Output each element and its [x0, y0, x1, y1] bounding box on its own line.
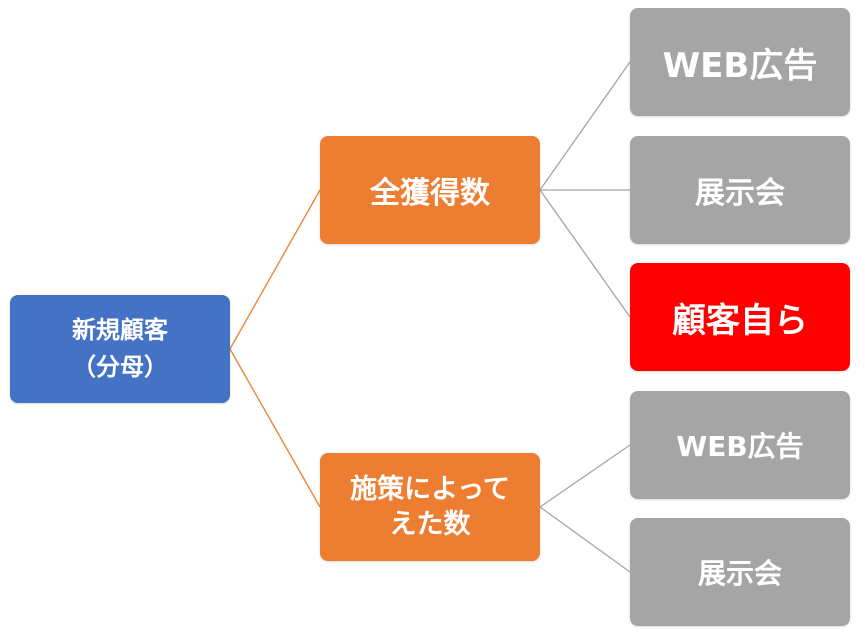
- branch-node-2-line-1: 施策によって: [350, 473, 510, 505]
- leaf-node-label: 顧客自ら: [672, 300, 808, 341]
- branch-node-1-line-1: 全獲得数: [370, 176, 490, 211]
- branch-node-by-campaign: 施策によって えた数: [320, 453, 540, 561]
- leaf-node-web-ads-2: WEB広告: [630, 391, 850, 499]
- leaf-node-exhibition-2: 展示会: [630, 518, 850, 626]
- leaf-node-label: WEB広告: [676, 430, 804, 463]
- connector-branch-1-to-leaf-3: [539, 189, 631, 318]
- branch-node-total-acquired: 全獲得数: [320, 136, 540, 244]
- connector-branch-2-to-leaf-5: [539, 506, 631, 573]
- connector-root-to-branch-2: [229, 348, 321, 508]
- leaf-node-exhibition-1: 展示会: [630, 136, 850, 244]
- leaf-node-self-acquired: 顧客自ら: [630, 263, 850, 371]
- branch-node-2-line-2: えた数: [389, 509, 471, 540]
- root-node-line-1: 新規顧客: [72, 315, 168, 344]
- connector-branch-1-to-leaf-1: [539, 61, 631, 191]
- leaf-node-label: 展示会: [697, 557, 782, 590]
- connector-branch-2-to-leaf-4: [539, 444, 631, 508]
- connector-root-to-branch-1: [229, 189, 321, 350]
- leaf-node-label: 展示会: [695, 176, 785, 211]
- root-node-line-2: （分母）: [72, 353, 168, 381]
- leaf-node-label: WEB広告: [662, 45, 818, 86]
- leaf-node-web-ads-1: WEB広告: [630, 8, 850, 116]
- root-node-new-customers: 新規顧客 （分母）: [10, 295, 230, 403]
